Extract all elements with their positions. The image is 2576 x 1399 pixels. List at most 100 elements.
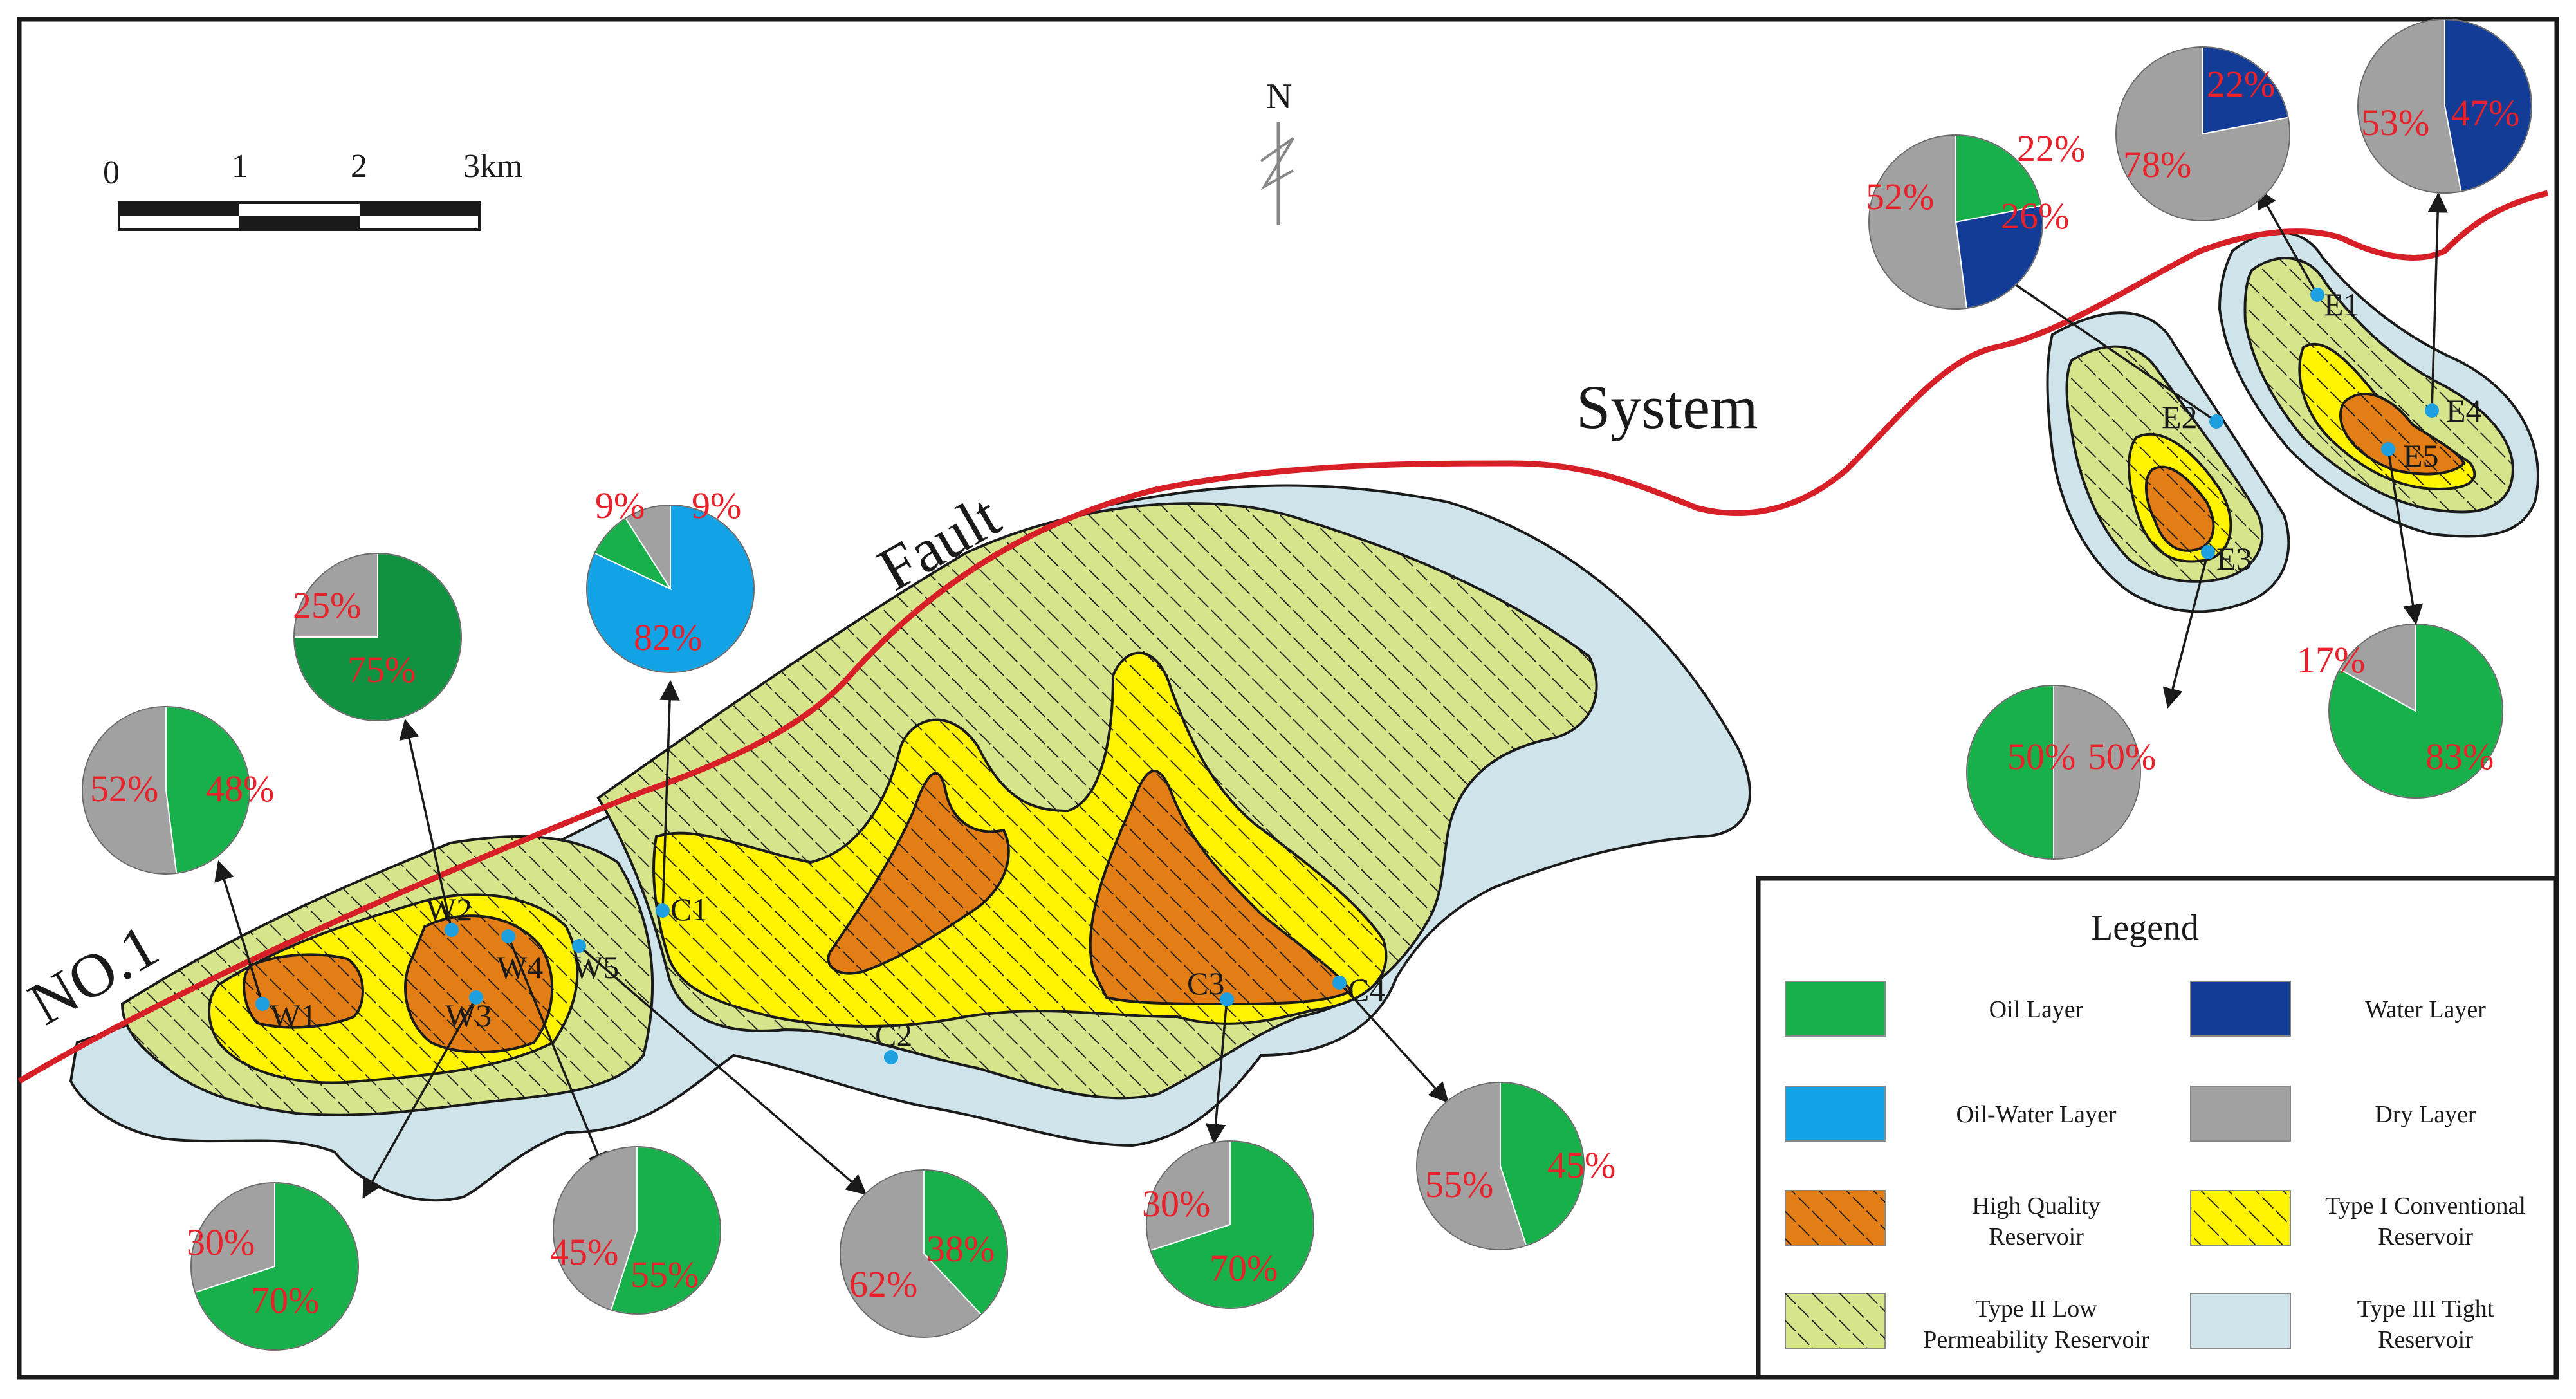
legend-label-type-i-1: Type I Conventional: [2325, 1192, 2526, 1219]
well-label-w3: W3: [445, 997, 492, 1033]
leader-arrow-c3: [1205, 999, 1228, 1145]
pie-label-w1-2: 52%: [90, 768, 158, 810]
leader-arrow-w4: [507, 936, 607, 1173]
pie-label-w1-1: 48%: [206, 768, 274, 810]
well-point-e4: [2425, 403, 2439, 418]
legend-label-oil-water: Oil-Water Layer: [1956, 1101, 2116, 1128]
legend-title: Legend: [2091, 908, 2199, 948]
pie-label-w5-2: 62%: [849, 1263, 917, 1305]
pie-chart-e4: 47% 53%: [2357, 18, 2532, 194]
pie-label-e4-2: 53%: [2361, 102, 2429, 144]
leader-arrow-w1: [214, 860, 264, 1005]
pie-chart-c1: 9% 82% 9%: [586, 485, 755, 673]
legend-label-type-i-2: Reservoir: [2378, 1223, 2473, 1250]
map-frame: [17, 17, 2559, 1380]
leader-arrow-e5: [2387, 449, 2424, 625]
pie-label-e2-2: 26%: [2001, 195, 2069, 237]
pie-label-w4-1: 55%: [630, 1254, 699, 1295]
leader-arrow-e3: [2162, 551, 2209, 709]
leader-arrow-w5: [578, 945, 867, 1196]
legend-label-oil: Oil Layer: [1989, 996, 2084, 1023]
legend-label-dry: Dry Layer: [2375, 1101, 2476, 1128]
pie-chart-w1: 48% 52%: [82, 705, 274, 875]
pie-chart-c4: 45% 55%: [1416, 1081, 1615, 1250]
well-point-e3: [2201, 545, 2215, 559]
well-label-e1: E1: [2324, 286, 2360, 322]
well-label-c1: C1: [670, 891, 708, 927]
legend-swatch-oil: [1785, 981, 1886, 1037]
pie-label-w4-2: 45%: [550, 1231, 618, 1273]
well-point-w1: [255, 997, 270, 1011]
legend-label-water: Water Layer: [2365, 996, 2486, 1023]
pie-label-e5-2: 17%: [2297, 639, 2365, 681]
pie-label-w2-1: 75%: [347, 649, 416, 690]
well-label-c2: C2: [875, 1017, 912, 1053]
well-label-w2: W2: [426, 891, 472, 927]
legend-label-type-iii-2: Reservoir: [2378, 1326, 2473, 1353]
pie-label-w3-2: 30%: [187, 1221, 255, 1263]
pie-label-w2-2: 25%: [293, 584, 361, 626]
legend-label-type-ii-2: Permeability Reservoir: [1923, 1326, 2149, 1353]
well-point-c4: [1332, 976, 1347, 990]
pie-label-c3-1: 70%: [1210, 1247, 1278, 1289]
pie-label-c1-1: 9%: [595, 485, 645, 526]
pie-label-e4-1: 47%: [2451, 92, 2519, 134]
well-label-e4: E4: [2446, 393, 2482, 429]
well-label-e5: E5: [2403, 438, 2439, 474]
leader-arrow-e2: [1992, 269, 2217, 423]
leader-arrow-e1: [2257, 188, 2319, 295]
legend-label-type-iii-1: Type III Tight: [2357, 1295, 2494, 1322]
pie-label-w3-1: 70%: [251, 1279, 319, 1321]
well-label-w1: W1: [270, 997, 317, 1033]
legend-swatch-type-iii: [2190, 1293, 2291, 1349]
fault-line: [17, 190, 2549, 1084]
well-point-e2: [2209, 414, 2223, 429]
fault-label-system: System: [1576, 373, 1758, 441]
pie-label-w5-1: 38%: [926, 1228, 995, 1270]
well-point-c1: [656, 903, 670, 918]
well-point-e5: [2381, 442, 2395, 456]
pie-label-c4-1: 45%: [1547, 1144, 1615, 1186]
well-label-e2: E2: [2162, 399, 2198, 435]
legend-swatch-dry: [2190, 1086, 2291, 1142]
north-arrow: N: [1260, 77, 1294, 225]
well-label-w4: W4: [497, 949, 543, 985]
pie-chart-e5: 83%17%: [2297, 623, 2503, 799]
pie-chart-e2: 22%26%52%: [1866, 127, 2085, 310]
well-point-e1: [2310, 288, 2324, 302]
well-point-w5: [572, 939, 586, 953]
leader-arrow-w3: [362, 997, 477, 1199]
scale-label-2: 2: [351, 148, 367, 185]
scale-label-1: 1: [232, 148, 248, 185]
well-point-w4: [501, 929, 515, 943]
pie-chart-w5: 38%62%: [840, 1169, 1008, 1338]
legend-box: [1756, 876, 2559, 1380]
pie-label-e2-3: 52%: [1866, 176, 1934, 218]
pie-label-c1-3: 9%: [692, 485, 741, 526]
legend-label-high-quality-2: Reservoir: [1989, 1223, 2084, 1250]
well-point-w2: [445, 923, 459, 937]
well-label-w5: W5: [573, 949, 619, 985]
pie-label-c1-2: 82%: [634, 616, 702, 658]
pie-label-c4-2: 55%: [1425, 1163, 1493, 1205]
well-label-c4: C4: [1348, 972, 1385, 1008]
leader-arrow-c1: [659, 680, 680, 911]
well-point-c2: [884, 1050, 898, 1064]
pie-chart-w2: 75% 25%: [293, 552, 462, 721]
pie-chart-c3: 70%30%: [1142, 1140, 1314, 1309]
pie-chart-e1: 22%78%: [2115, 46, 2290, 221]
pie-label-e1-1: 22%: [2207, 63, 2275, 105]
pie-chart-w3: 70%30%: [187, 1181, 359, 1351]
pie-label-c3-2: 30%: [1142, 1183, 1210, 1225]
main-reservoir-body: [69, 484, 1751, 1202]
legend-label-type-ii-1: Type II Low: [1975, 1295, 2097, 1322]
legend-swatch-oil-water: [1785, 1086, 1886, 1142]
scale-label-3km: 3km: [463, 148, 522, 185]
pie-label-e3-1: 50%: [2007, 736, 2075, 777]
well-point-c3: [1220, 992, 1234, 1006]
eastern-reservoir-bodies: [2046, 231, 2539, 613]
well-point-w3: [469, 990, 483, 1005]
